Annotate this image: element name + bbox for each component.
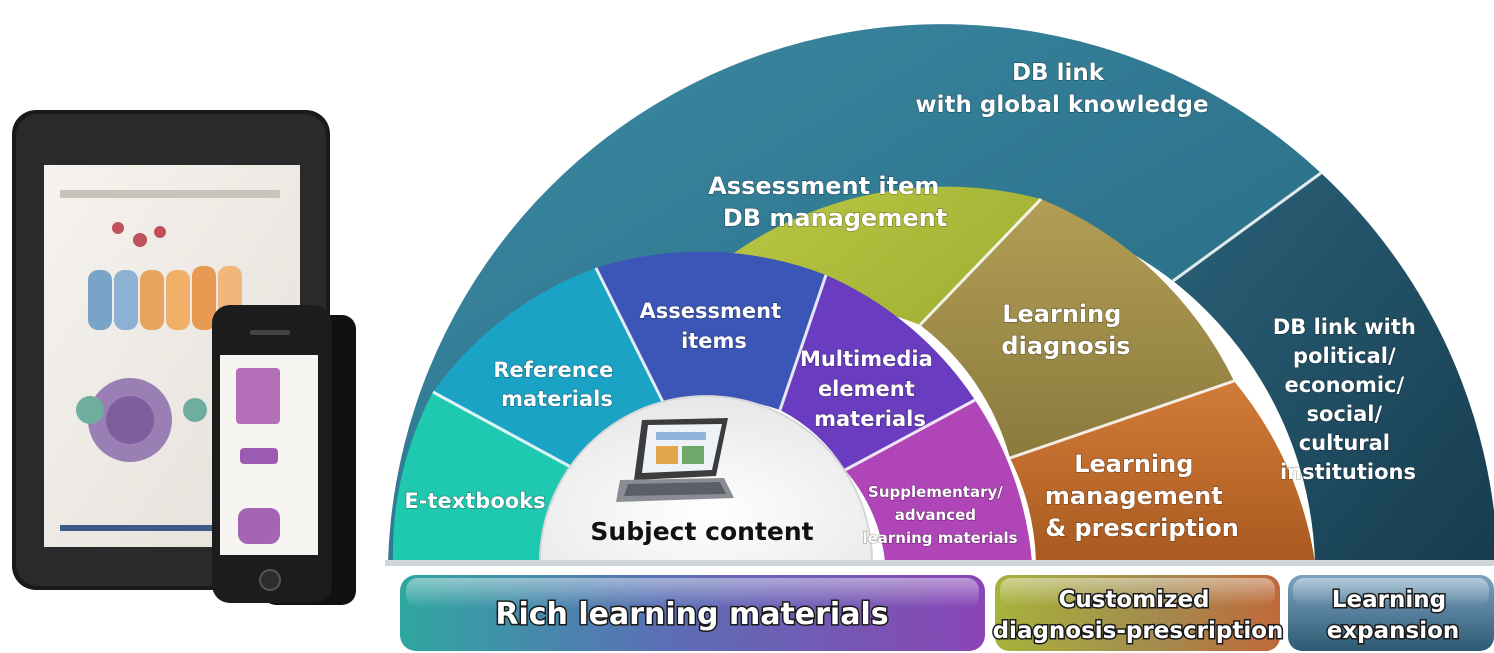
learning-semicircle bbox=[385, 24, 1494, 566]
inner-ring-reference bbox=[433, 268, 667, 472]
outer-ring-institutions bbox=[1173, 173, 1494, 562]
label-assessment-items: Assessment items bbox=[640, 299, 789, 353]
label-assessment-item-db: Assessment item DB management bbox=[708, 172, 948, 232]
label-db-link-institutions: DB link with political/ economic/ social… bbox=[1273, 315, 1423, 484]
inner-ring-multimedia bbox=[780, 275, 975, 470]
phone-illustration bbox=[212, 305, 356, 605]
band-label-learning-expansion: Learning expansion bbox=[1327, 587, 1460, 644]
label-learning-diagnosis: Learning diagnosis bbox=[1001, 300, 1130, 360]
inner-ring-etextbooks bbox=[392, 392, 580, 562]
middle-ring-learning-diagnosis bbox=[920, 199, 1234, 458]
band-learning-expansion: Learning expansion bbox=[1288, 575, 1494, 651]
inner-ring-assessment-items bbox=[596, 251, 826, 410]
laptop-icon bbox=[616, 418, 734, 502]
label-supplementary-materials: Supplementary/ advanced learning materia… bbox=[862, 483, 1017, 547]
band-customized: Customized diagnosis-prescription bbox=[991, 575, 1285, 651]
middle-ring-assessment-db bbox=[573, 186, 1041, 562]
label-subject-content: Subject content bbox=[590, 517, 813, 546]
band-label-rich-learning: Rich learning materials bbox=[495, 597, 888, 632]
label-etextbooks: E-textbooks bbox=[404, 489, 545, 513]
inner-ring-supplementary bbox=[845, 400, 1032, 562]
label-multimedia-materials: Multimedia element materials bbox=[800, 347, 940, 431]
outer-ring-global-knowledge bbox=[388, 24, 1321, 562]
middle-ring-learning-management bbox=[1010, 381, 1315, 562]
label-db-link-global: DB link with global knowledge bbox=[915, 60, 1208, 118]
band-rich-learning: Rich learning materials bbox=[400, 575, 985, 651]
label-reference-materials: Reference materials bbox=[493, 358, 620, 411]
label-learning-management: Learning management & prescription bbox=[1045, 450, 1239, 542]
band-label-customized: Customized diagnosis-prescription bbox=[993, 587, 1284, 644]
